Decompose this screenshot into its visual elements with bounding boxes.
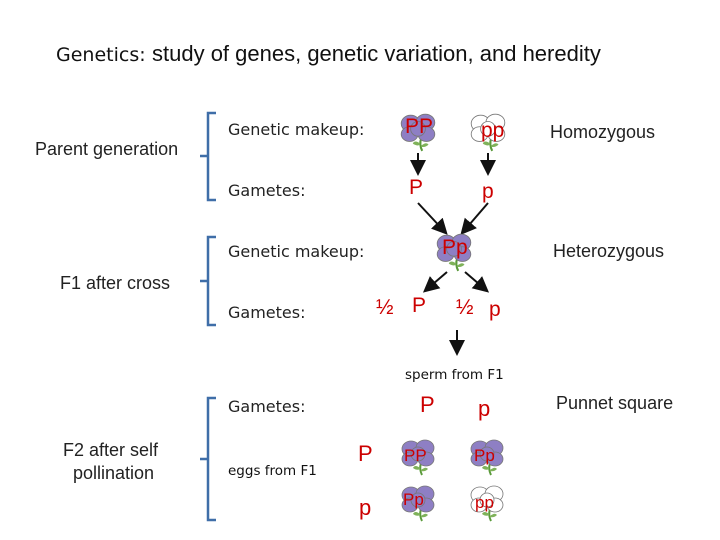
f1-gamete-p: p bbox=[489, 298, 501, 321]
parent-makeup-label: Genetic makeup: bbox=[228, 120, 365, 139]
punnet-cell: PP bbox=[404, 446, 427, 465]
punnet-cell: pp bbox=[475, 493, 494, 512]
homozygous-note: Homozygous bbox=[550, 122, 656, 142]
f2-label-line1: F2 after self bbox=[63, 440, 159, 460]
sperm-allele-p: p bbox=[478, 396, 491, 421]
arrow-p-to-f1 bbox=[460, 202, 489, 236]
parent-gamete-p: p bbox=[482, 180, 494, 203]
parent-genotype-PP: PP bbox=[405, 115, 434, 138]
f1-makeup-label: Genetic makeup: bbox=[228, 242, 365, 261]
egg-allele-P: P bbox=[358, 441, 373, 466]
f2-bracket bbox=[200, 396, 216, 522]
title-term: Genetics: bbox=[56, 44, 146, 66]
parent-gamete-P: P bbox=[409, 176, 424, 199]
heterozygous-note: Heterozygous bbox=[553, 241, 665, 261]
punnet-square-note: Punnet square bbox=[556, 393, 674, 413]
sperm-allele-P: P bbox=[420, 392, 435, 417]
f1-bracket bbox=[200, 235, 216, 327]
arrow-f1-to-p bbox=[464, 271, 490, 293]
title-definition: study of genes, genetic variation, and h… bbox=[152, 41, 601, 66]
eggs-label: eggs from F1 bbox=[228, 463, 317, 479]
f2-label-line2: pollination bbox=[73, 463, 155, 483]
f1-label: F1 after cross bbox=[60, 273, 171, 293]
parent-genotype-pp: pp bbox=[481, 119, 505, 142]
punnet-cell: Pp bbox=[403, 490, 424, 509]
sperm-label: sperm from F1 bbox=[405, 367, 504, 383]
egg-allele-p: p bbox=[359, 495, 372, 520]
parent-gametes-label: Gametes: bbox=[228, 181, 306, 200]
f1-gamete-fraction-1: ½ bbox=[376, 296, 394, 319]
f1-gamete-fraction-2: ½ bbox=[456, 296, 474, 319]
parent-bracket bbox=[200, 111, 216, 202]
f1-genotype: Pp bbox=[442, 236, 468, 259]
arrow-P-to-f1 bbox=[417, 202, 448, 235]
f1-gamete-P: P bbox=[412, 294, 427, 317]
f1-gametes-label: Gametes: bbox=[228, 303, 306, 322]
parent-generation-label: Parent generation bbox=[35, 139, 179, 159]
punnet-cell: Pp bbox=[474, 446, 495, 465]
arrow-f1-to-P bbox=[422, 271, 448, 293]
f2-gametes-label: Gametes: bbox=[228, 397, 306, 416]
